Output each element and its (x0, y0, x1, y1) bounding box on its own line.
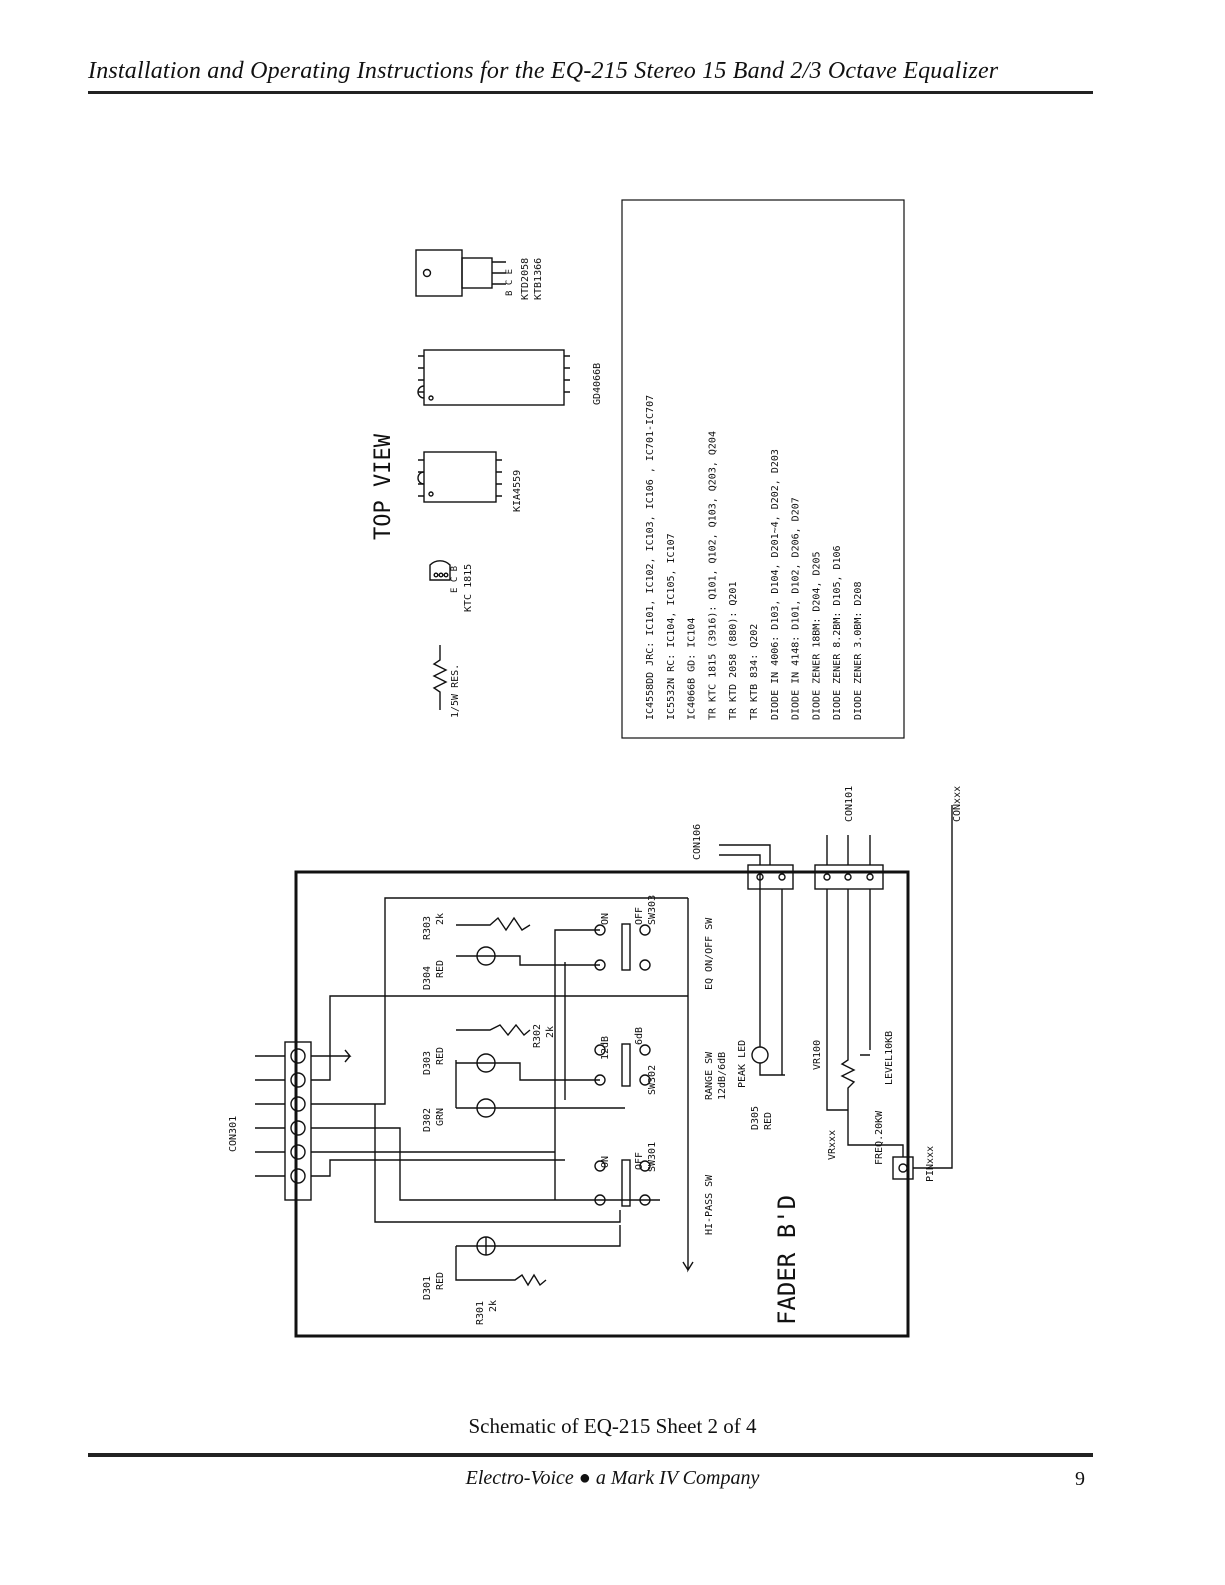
r303-label: R303 (422, 916, 433, 940)
sw302-12db: 12dB (600, 1036, 611, 1060)
switch-sw302 (594, 1043, 651, 1087)
resistor-label: 1/5W RES. (450, 664, 461, 718)
led-d303 (456, 1023, 600, 1081)
gd-label: GD4066B (592, 363, 603, 405)
sw303-off: OFF (634, 907, 645, 925)
peak-led-label: PEAK LED (737, 1040, 748, 1088)
con301-connector (255, 1041, 312, 1201)
ktc-label: KTC 1815 (463, 564, 474, 612)
component-list-line: TR KTD 2058 (880): Q201 (728, 582, 739, 720)
switch-sw301 (594, 1159, 651, 1207)
d301-label: D301 (422, 1276, 433, 1300)
pot-vr100 (840, 1050, 870, 1110)
kia-label: KIA4559 (512, 470, 523, 512)
con301-label: CON301 (228, 1116, 239, 1152)
sw301-off: OFF (634, 1152, 645, 1170)
footer-rule (88, 1453, 1093, 1457)
r301-value: 2k (488, 1300, 499, 1312)
sw303-on: ON (600, 913, 611, 925)
con101-connector (814, 835, 884, 1111)
bce-label: B C E (505, 269, 515, 296)
fader-board-outline (294, 870, 910, 1338)
header-rule (88, 91, 1093, 94)
d304-label: D304 (422, 966, 433, 990)
led-d305 (751, 872, 785, 1076)
component-list-line: IC4066B GD: IC104 (687, 618, 698, 720)
r301-label: R301 (475, 1301, 486, 1325)
component-list-box (621, 199, 905, 739)
sw301-on: ON (600, 1156, 611, 1168)
component-list-line: TR KTC 1815 (3916): Q101, Q102, Q103, Q2… (707, 431, 718, 720)
ktc1815-symbol (429, 560, 451, 581)
ktd2058-package (415, 249, 506, 297)
sw302-6db: 6dB (634, 1027, 645, 1045)
vrxxx-label: VRxxx (827, 1130, 838, 1160)
range-values: 12dB/6dB (717, 1052, 728, 1100)
hi-pass-label: HI-PASS SW (704, 1174, 715, 1235)
d303-label: D303 (422, 1051, 433, 1075)
eq-sw-label: EQ ON/OFF SW (704, 917, 715, 990)
sw301-label: SW301 (647, 1142, 658, 1172)
vr100-label: VR100 (812, 1040, 823, 1070)
page-number: 9 (1075, 1468, 1085, 1490)
led-d302 (455, 1060, 625, 1118)
top-view-label: TOP VIEW (371, 433, 396, 540)
resistor-symbol (432, 645, 448, 710)
r302-value: 2k (545, 1026, 556, 1038)
pinxxx-connector (847, 805, 953, 1180)
component-list-line: IC5532N RC: IC104, IC105, IC107 (666, 533, 677, 720)
d305-label: D305 (750, 1106, 761, 1130)
component-list-line: DIODE ZENER 8.2BM: D105, D106 (832, 545, 843, 720)
fader-wiring (311, 897, 694, 1273)
led-d304 (456, 916, 600, 966)
pinxxx-label: PINxxx (925, 1146, 936, 1182)
r302-label: R302 (532, 1024, 543, 1048)
level-label: LEVEL10KB (884, 1031, 895, 1085)
range-sw-label: RANGE SW (704, 1051, 715, 1100)
component-list-line: TR KTB 834: Q202 (749, 624, 760, 720)
component-list-line: DIODE ZENER 18BM: D204, D205 (811, 551, 822, 720)
d302-color: GRN (435, 1108, 446, 1126)
conxxx-label: CONxxx (952, 786, 963, 822)
led-d301 (455, 1225, 621, 1287)
d303-color: RED (435, 1047, 446, 1065)
component-list: IC4558DD JRC: IC101, IC102, IC103, IC106… (645, 395, 864, 720)
ktb-label: KTB1366 (533, 258, 544, 300)
footer-company: Electro-Voice ● a Mark IV Company (465, 1467, 760, 1489)
switch-sw303 (594, 923, 651, 971)
con106-connector (719, 844, 794, 1075)
con106-label: CON106 (692, 824, 703, 860)
page-header-title: Installation and Operating Instructions … (88, 58, 999, 84)
ecb-label: E C B (450, 566, 460, 593)
freq-label: FREQ.20KW (874, 1110, 885, 1165)
con101-label: CON101 (844, 786, 855, 822)
sw303-label: SW303 (647, 895, 658, 925)
component-list-line: IC4558DD JRC: IC101, IC102, IC103, IC106… (645, 395, 656, 720)
d305-color: RED (763, 1112, 774, 1130)
d304-color: RED (435, 960, 446, 978)
figure-caption: Schematic of EQ-215 Sheet 2 of 4 (468, 1414, 757, 1438)
kia4559-chip (417, 451, 502, 503)
d301-color: RED (435, 1272, 446, 1290)
r303-value: 2k (435, 913, 446, 925)
fader-board-label: FADER B'D (773, 1195, 801, 1325)
component-list-line: DIODE IN 4006: D103, D104, D201~4, D202,… (770, 449, 781, 720)
ktd-label: KTD2058 (520, 258, 531, 300)
d302-label: D302 (422, 1108, 433, 1132)
component-list-line: DIODE ZENER 3.0BM: D208 (853, 582, 864, 720)
gd4066b-chip (417, 349, 570, 406)
component-list-line: DIODE IN 4148: D101, D102, D206, D207 (791, 497, 802, 720)
sw302-label: SW302 (647, 1065, 658, 1095)
